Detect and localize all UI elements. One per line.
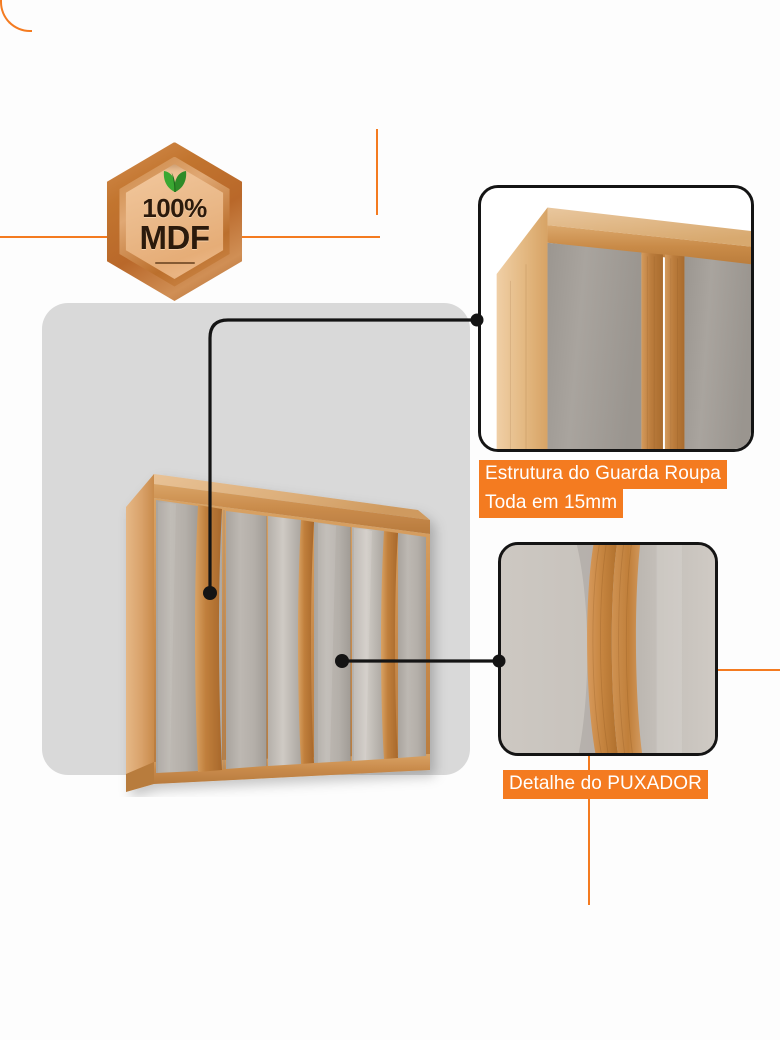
caption-structure-line2: Toda em 15mm — [479, 489, 624, 518]
orange-rail-bottom-vertical-stub — [588, 756, 590, 770]
mdf-badge: 100% MDF — [96, 142, 253, 301]
badge-material-text: MDF — [139, 219, 210, 257]
orange-rail-top-vertical — [376, 129, 378, 215]
caption-handle: Detalhe do PUXADOR — [503, 770, 708, 799]
wardrobe-illustration — [118, 462, 448, 797]
caption-handle-line1: Detalhe do PUXADOR — [503, 770, 708, 799]
detail-photo-structure — [478, 185, 754, 452]
badge-underline-rule — [154, 262, 195, 265]
caption-structure-line1: Estrutura do Guarda Roupa — [479, 460, 727, 489]
caption-structure: Estrutura do Guarda Roupa Toda em 15mm — [479, 460, 727, 518]
orange-rail-bottom-vertical — [588, 786, 590, 905]
detail-photo-handle — [498, 542, 718, 756]
badge-percent-text: 100% — [142, 192, 207, 223]
orange-rail-top-corner — [0, 0, 32, 32]
badge-text-block: 100% MDF — [96, 142, 253, 301]
leaf-icon — [163, 171, 186, 192]
orange-rail-right-horizontal — [716, 669, 780, 671]
